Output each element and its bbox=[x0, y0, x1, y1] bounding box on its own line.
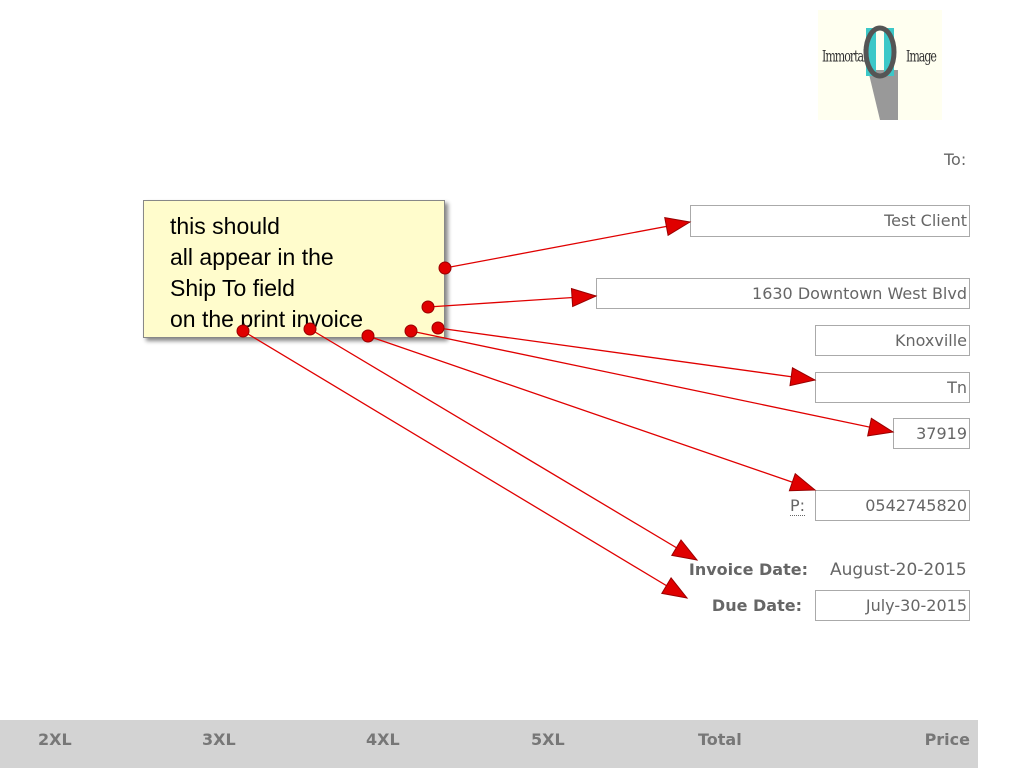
annotation-callout: this should all appear in the Ship To fi… bbox=[143, 200, 445, 338]
table-header: 2XL 3XL 4XL 5XL Total Price bbox=[0, 720, 978, 768]
col-price: Price bbox=[924, 730, 970, 749]
company-logo: Immortal Image bbox=[818, 10, 942, 120]
arrow-origin-dot bbox=[438, 261, 452, 275]
arrow-line bbox=[427, 295, 597, 308]
to-label: To: bbox=[944, 150, 967, 169]
annotation-line: on the print invoice bbox=[170, 306, 364, 332]
arrowhead-icon bbox=[570, 287, 598, 308]
col-4xl: 4XL bbox=[366, 730, 400, 749]
arrow-line bbox=[444, 221, 691, 269]
arrow-line bbox=[410, 330, 894, 433]
arrowhead-icon bbox=[660, 577, 689, 599]
arrow-origin-dot bbox=[404, 324, 418, 338]
arrow-origin-dot bbox=[236, 324, 250, 338]
zip-field[interactable]: 37919 bbox=[893, 418, 970, 449]
arrowhead-icon bbox=[867, 417, 895, 437]
arrow-line bbox=[437, 327, 816, 381]
annotation-line: Ship To field bbox=[170, 275, 295, 301]
logo-emblem-icon bbox=[863, 25, 898, 120]
arrow-origin-dot bbox=[361, 329, 375, 343]
due-date-field[interactable]: July-30-2015 bbox=[815, 590, 970, 621]
phone-label: P: bbox=[790, 496, 806, 516]
logo-text-left: Immortal bbox=[822, 47, 867, 66]
col-3xl: 3XL bbox=[202, 730, 236, 749]
logo-text-right: Image bbox=[906, 47, 937, 66]
invoice-date-value: August-20-2015 bbox=[830, 560, 967, 580]
col-total: Total bbox=[698, 730, 742, 749]
client-name-field[interactable]: Test Client bbox=[690, 205, 970, 237]
arrow-line bbox=[242, 330, 688, 599]
due-date-label: Due Date: bbox=[711, 596, 802, 615]
annotation-line: all appear in the bbox=[170, 244, 334, 270]
arrow-origin-dot bbox=[431, 321, 445, 335]
arrowhead-icon bbox=[670, 539, 699, 561]
phone-field[interactable]: 0542745820 bbox=[815, 490, 970, 521]
arrowhead-icon bbox=[789, 367, 817, 387]
arrow-line bbox=[309, 328, 698, 561]
arrow-origin-dot bbox=[421, 300, 435, 314]
address-field[interactable]: 1630 Downtown West Blvd bbox=[596, 278, 970, 309]
arrow-origin-dot bbox=[303, 322, 317, 336]
city-field[interactable]: Knoxville bbox=[815, 325, 970, 356]
col-2xl: 2XL bbox=[38, 730, 72, 749]
invoice-date-label: Invoice Date: bbox=[688, 560, 808, 579]
col-5xl: 5XL bbox=[531, 730, 565, 749]
state-field[interactable]: Tn bbox=[815, 372, 970, 403]
arrowhead-icon bbox=[664, 216, 692, 237]
arrow-line bbox=[367, 335, 816, 491]
annotation-line: this should bbox=[170, 213, 280, 239]
arrowhead-icon bbox=[788, 472, 817, 492]
